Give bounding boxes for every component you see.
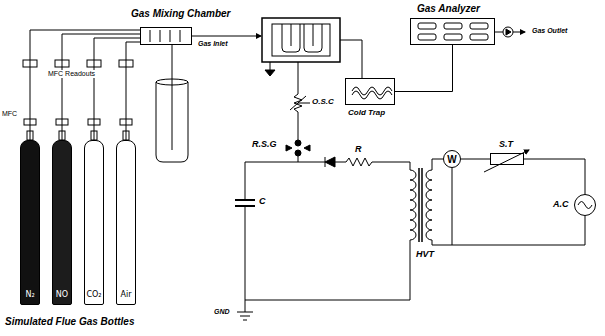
capacitor-symbol <box>235 199 255 201</box>
transformer-coil <box>410 170 416 240</box>
node-text: CO₂ <box>86 291 101 300</box>
gas-line <box>524 159 585 194</box>
flow-label: Gas Outlet <box>532 27 567 35</box>
gas-line <box>126 42 140 140</box>
part-label: O.S.C <box>312 98 334 107</box>
node-text: W <box>447 154 456 165</box>
gas-line <box>62 34 140 140</box>
flow-label: Gas Inlet <box>198 40 228 48</box>
gas-bottle: Air <box>116 140 136 305</box>
component-label: C <box>259 197 266 207</box>
node-text: NO <box>56 291 68 300</box>
node-text: Air <box>121 291 132 300</box>
component-label: R <box>355 145 362 155</box>
node-text: A.C <box>553 199 569 209</box>
gas-line <box>94 38 140 140</box>
pump-symbol <box>503 27 513 37</box>
gas-analyzer: Gas Analyzer <box>410 18 495 45</box>
figure-caption-label: Simulated Flue Gas Bottles <box>5 316 134 327</box>
part-label: MFC <box>2 110 17 118</box>
node-text: Cold Trap <box>348 108 385 117</box>
gas-bottle: CO₂ <box>84 140 104 305</box>
cold-trap: Cold Trap <box>345 78 395 105</box>
ac-source-symbol <box>578 202 592 209</box>
gas-line <box>30 30 140 140</box>
node-text: Gas Mixing Chamber <box>131 8 230 19</box>
component-label: HVT <box>416 250 434 260</box>
ground-label: GND <box>214 308 230 316</box>
part-label: MFC Readouts <box>47 70 96 78</box>
gas-bottle: N₂ <box>20 140 40 305</box>
part-label: R.S.G <box>252 140 277 150</box>
gas-line <box>395 45 453 92</box>
gas-line <box>461 159 490 160</box>
variable-arrow <box>484 150 529 172</box>
gas-bottle: NO <box>52 140 72 305</box>
spark-gap <box>295 140 301 146</box>
diode-symbol <box>325 157 335 167</box>
mixing-chamber: Gas Mixing Chamber <box>140 27 192 45</box>
node-text: N₂ <box>25 291 34 300</box>
ground-symbol <box>237 312 253 313</box>
bubbler-vessel <box>156 82 188 162</box>
wattmeter: W <box>443 150 461 168</box>
slide-transformer: S.T <box>490 153 524 165</box>
node-text: S.T <box>499 139 513 149</box>
plasma-reactor <box>262 18 340 62</box>
resistor-symbol <box>346 158 372 166</box>
node-text: Gas Analyzer <box>417 3 480 14</box>
ac-source: A.C <box>574 194 596 216</box>
